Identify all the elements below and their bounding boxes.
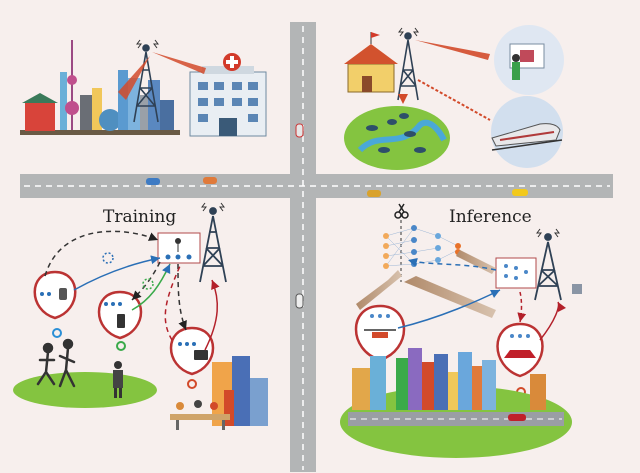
- car-icon: [367, 190, 381, 197]
- scissors-icon: [394, 203, 409, 219]
- signal-beam: [118, 56, 150, 100]
- cell-tower-icon: [199, 202, 227, 283]
- meeting-icon: [170, 400, 230, 430]
- office-worker-icon: [113, 361, 123, 398]
- signal-beam: [152, 52, 206, 74]
- offload-arrow: [456, 250, 496, 274]
- training-arrows: [44, 230, 220, 351]
- device-bubble-phone: [97, 290, 143, 351]
- device-bubble-car: [496, 322, 544, 397]
- inference-city: [352, 348, 546, 410]
- road-network: [20, 22, 613, 472]
- signal-beam: [415, 40, 490, 60]
- training-label: Training: [103, 207, 176, 227]
- drone-icon: [364, 329, 396, 338]
- aggregation-box: [157, 232, 201, 264]
- cell-tower-icon: [133, 39, 159, 123]
- inference-arrow: [539, 301, 567, 341]
- edge-model-box: [495, 257, 537, 289]
- classroom-icon: [494, 25, 564, 95]
- school-icon: [344, 32, 398, 93]
- inference-arrow: [517, 291, 527, 323]
- inference-label: Inference: [449, 207, 532, 227]
- high-speed-train-icon: [491, 96, 563, 168]
- car-icon: [508, 414, 526, 421]
- car-icon: [146, 178, 160, 185]
- office-buildings: [212, 356, 268, 426]
- offload-arrow: [404, 276, 496, 318]
- cell-tower-icon: [397, 27, 419, 101]
- device-bubble-tablet: [169, 326, 215, 389]
- hospital-icon: [189, 53, 267, 137]
- cell-tower-icon: [534, 228, 562, 301]
- inference-arrow: [407, 258, 497, 271]
- phone-icon: [117, 314, 125, 328]
- offload-arrow: [356, 270, 402, 310]
- tablet-icon: [194, 350, 208, 360]
- car-icon: [203, 177, 217, 184]
- car-icon: [504, 350, 536, 358]
- sync-icon: [102, 252, 114, 264]
- device-bubble-drone: [354, 304, 406, 375]
- car-icon: [295, 123, 304, 138]
- smartwatch-icon: [59, 288, 67, 300]
- runners-icon: [36, 338, 76, 388]
- skyline-icon: [20, 40, 180, 135]
- farm-icon: [344, 106, 450, 170]
- inference-arrow: [397, 289, 501, 329]
- car-icon: [512, 189, 528, 196]
- signal-link: [417, 79, 491, 121]
- sync-icon: [142, 278, 154, 290]
- device-bubble-watch: [33, 270, 77, 338]
- car-icon: [295, 293, 304, 309]
- server-icon: [572, 284, 582, 294]
- road-cars: [146, 123, 528, 309]
- training-grass: [13, 372, 157, 408]
- signal-arrow: [398, 94, 408, 104]
